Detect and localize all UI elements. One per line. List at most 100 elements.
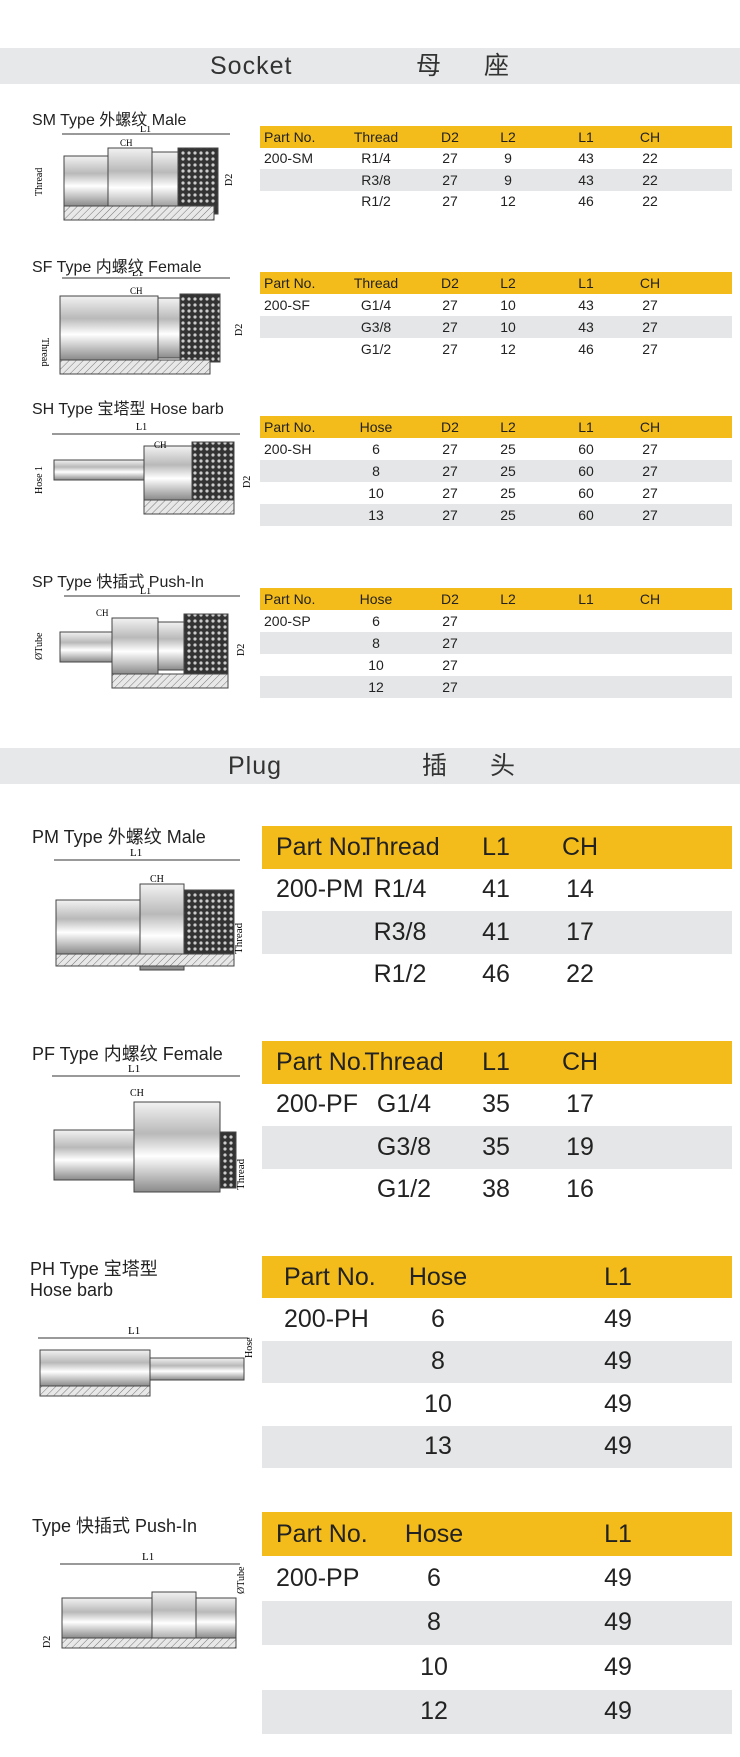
socket-banner: Socket 母 座 <box>0 48 740 84</box>
table-cell: 200-PM <box>276 875 364 904</box>
table-cell: 16 <box>566 1175 594 1204</box>
table-cell: 10 <box>368 657 384 673</box>
table-cell: R1/2 <box>361 193 391 210</box>
svg-text:ØTube: ØTube <box>34 632 45 660</box>
header-cell: L1 <box>604 1519 632 1548</box>
table-cell: 6 <box>372 613 380 629</box>
pf-type-label: PF Type 内螺纹 Female <box>32 1044 223 1064</box>
table-cell: 13 <box>368 507 384 523</box>
table-cell: R1/4 <box>373 875 427 904</box>
sm-type-label: SM Type 外螺纹 Male <box>32 112 187 129</box>
header-cell: Hose <box>359 419 393 435</box>
table-cell: 27 <box>442 657 458 673</box>
table-cell: 27 <box>442 613 458 629</box>
table-cell: 10 <box>424 1389 452 1418</box>
table-row: 200-SP 6 27 <box>260 610 732 632</box>
table-cell: 27 <box>642 463 658 479</box>
svg-text:CH: CH <box>150 874 164 885</box>
table-cell: G3/8 <box>376 1132 432 1161</box>
table-cell: 22 <box>566 960 594 989</box>
table-cell: 49 <box>604 1697 632 1726</box>
table-cell: 27 <box>642 507 658 523</box>
table-cell: 49 <box>604 1564 632 1593</box>
table-cell: 27 <box>442 441 458 457</box>
table-cell: 9 <box>504 171 512 188</box>
sf-type-label: SF Type 内螺纹 Female <box>32 259 202 276</box>
header-cell: CH <box>561 1047 599 1076</box>
table-cell: 35 <box>482 1090 510 1119</box>
table-row: 10 27 <box>260 654 732 676</box>
svg-text:L1: L1 <box>140 588 151 597</box>
table-cell: 200-SM <box>264 150 314 167</box>
table-cell: 49 <box>604 1652 632 1681</box>
ph-drawing: L1 Hose <box>38 1325 255 1397</box>
sh-drawing: L1 CH Hose 1 D2 <box>34 422 253 515</box>
table-cell: 6 <box>431 1305 445 1334</box>
plug-title-cn: 插 头 <box>422 752 533 780</box>
table-cell: 43 <box>578 319 594 335</box>
pf-drawing: L1 CH Thread <box>52 1063 247 1193</box>
table-cell: 27 <box>442 297 458 313</box>
table-cell: 27 <box>642 485 658 501</box>
plug-banner: Plug 插 头 <box>0 748 740 784</box>
table-cell: 22 <box>642 150 658 167</box>
table-cell: 25 <box>500 485 516 501</box>
header-cell: CH <box>639 591 661 607</box>
table-cell: 27 <box>442 171 458 188</box>
table-cell: 43 <box>578 150 594 167</box>
table-cell: 46 <box>578 341 594 357</box>
header-cell: Part No. <box>276 1519 368 1548</box>
table-cell: 38 <box>482 1175 510 1204</box>
table-cell: 27 <box>442 507 458 523</box>
svg-text:L1: L1 <box>128 1063 140 1075</box>
table-cell: G3/8 <box>360 319 392 335</box>
table-cell: 46 <box>482 960 510 989</box>
table-cell: 10 <box>500 297 516 313</box>
table-cell: 49 <box>604 1347 632 1376</box>
table-cell: G1/4 <box>360 297 392 313</box>
table-cell <box>610 632 690 654</box>
table-cell: 25 <box>500 441 516 457</box>
table-cell: 12 <box>420 1697 448 1726</box>
table-cell: 27 <box>442 150 458 167</box>
header-cell: Thread <box>353 275 399 291</box>
header-cell: Thread <box>360 832 440 861</box>
table-cell: 49 <box>604 1432 632 1461</box>
table-cell: G1/2 <box>376 1175 432 1204</box>
svg-text:L1: L1 <box>132 272 143 279</box>
table-cell: 49 <box>604 1305 632 1334</box>
svg-text:D2: D2 <box>236 644 247 656</box>
header-cell: D2 <box>441 128 459 145</box>
table-cell <box>610 654 690 676</box>
svg-text:CH: CH <box>130 1088 144 1099</box>
table-cell: 8 <box>372 463 380 479</box>
header-cell: L1 <box>578 419 594 435</box>
header-cell: Part No. <box>264 275 316 291</box>
table-cell: 200-PP <box>276 1564 360 1593</box>
header-cell: L1 <box>604 1262 632 1291</box>
pm-type-label: PM Type 外螺纹 Male <box>32 827 206 847</box>
table-cell: 60 <box>578 507 594 523</box>
table-cell: 200-SP <box>264 613 311 629</box>
header-cell: Part No. <box>264 591 316 607</box>
svg-text:Thread: Thread <box>233 922 245 954</box>
table-cell: 35 <box>482 1132 510 1161</box>
header-cell: Part No. <box>276 832 368 861</box>
table-cell: 27 <box>442 319 458 335</box>
svg-text:D2: D2 <box>242 476 253 488</box>
table-cell <box>610 610 690 632</box>
